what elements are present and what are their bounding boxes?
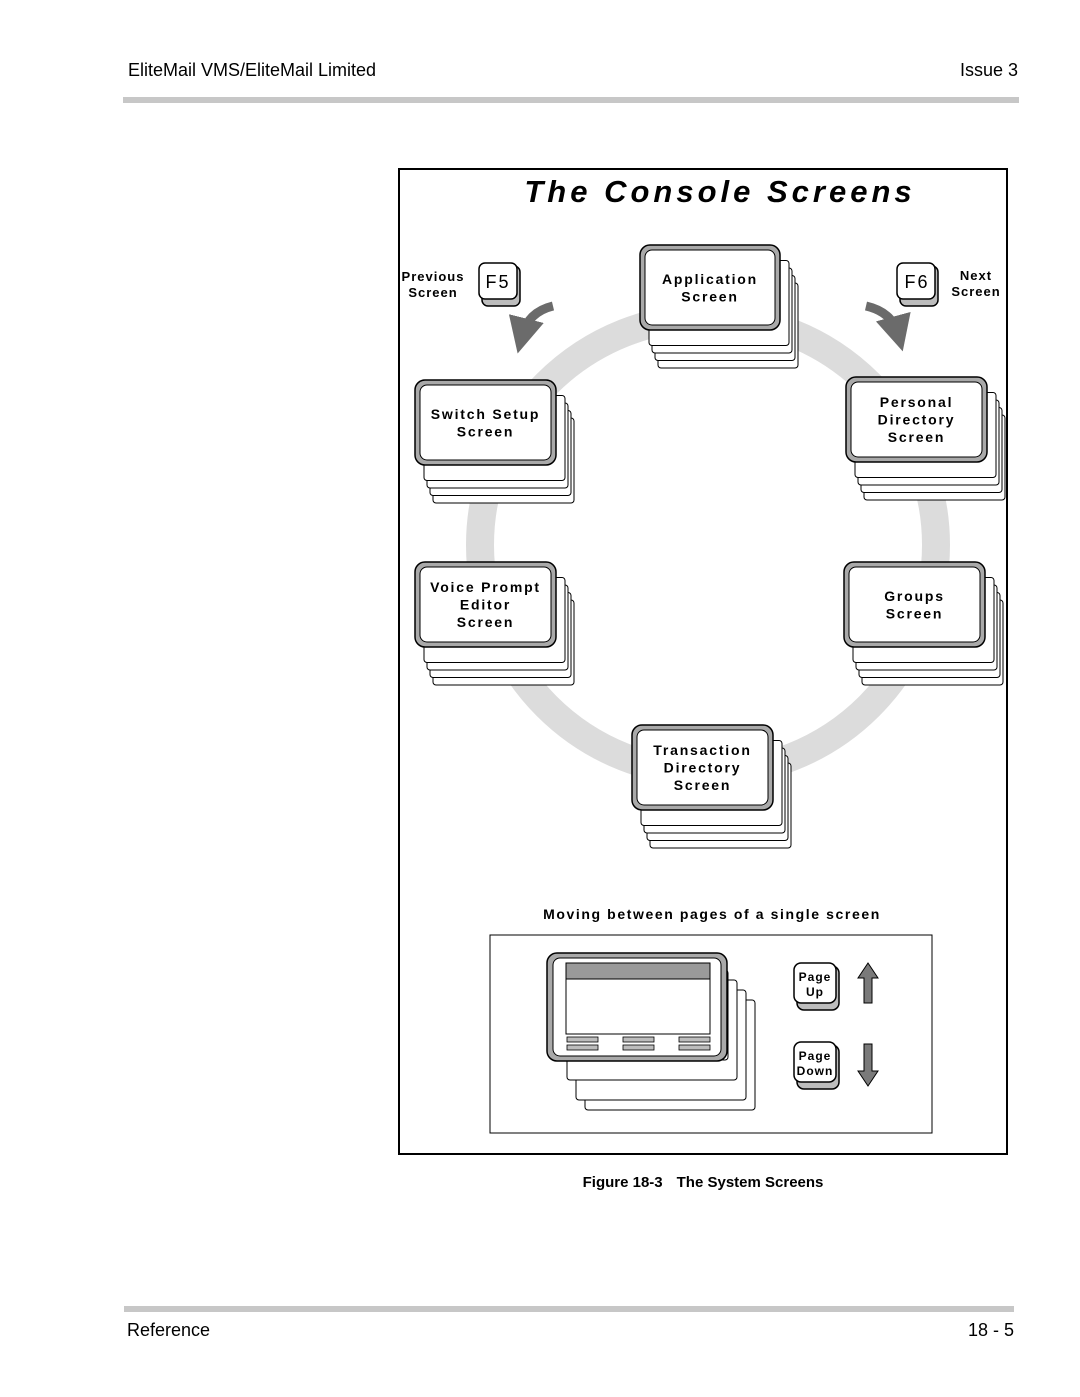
page-up-label-line2: Up (806, 985, 824, 999)
f6-key-label: F6 (904, 272, 929, 292)
screen-card-face (644, 249, 776, 326)
screen-label-line: Screen (457, 423, 515, 439)
arrow-down-icon (857, 1043, 879, 1087)
screen-card-face (848, 566, 981, 643)
previous-label: Previous (402, 269, 465, 284)
screen-label-line: Transaction (653, 742, 751, 758)
header-rule (123, 97, 1019, 103)
figure-number: Figure 18-3 (582, 1174, 663, 1191)
screen-label-line: Screen (457, 614, 515, 630)
next-screen-label: Screen (951, 284, 1000, 299)
screen-label-line: Application (662, 271, 758, 287)
page-down-key: Page Down (793, 1041, 840, 1090)
running-header-issue: Issue 3 (959, 60, 1018, 80)
previous-arrow-icon (508, 301, 555, 354)
screen-label-line: Editor (460, 597, 511, 613)
arrow-up-icon (857, 962, 879, 1004)
next-label: Next (960, 268, 992, 283)
next-arrow-icon (864, 301, 911, 352)
screen-label-line: Directory (878, 412, 956, 428)
screen-label-line: Directory (664, 760, 742, 776)
screen-label-line: Screen (888, 429, 946, 445)
f5-key: F5 (478, 262, 521, 307)
screen-title-bar (565, 962, 711, 980)
previous-screen-label: Screen (408, 285, 457, 300)
screen-card-face (419, 566, 552, 643)
screen-label-line: Groups (884, 588, 945, 604)
screen-label-line: Personal (880, 394, 954, 410)
screen-label-line: Voice Prompt (430, 579, 541, 595)
page-down-label-line2: Down (797, 1064, 834, 1078)
figure-caption: Figure 18-3 The System Screens (399, 1174, 1007, 1191)
screen-card-face (419, 384, 552, 461)
screen-label-line: Switch Setup (431, 406, 541, 422)
f6-key: F6 (896, 262, 939, 307)
diagram-title: The Console Screens (524, 174, 915, 209)
paged-screen-stack (546, 952, 756, 1111)
running-header-title: EliteMail VMS/EliteMail Limited (128, 60, 377, 80)
screen-card-face (636, 729, 769, 806)
f5-key-label: F5 (485, 272, 510, 292)
page-down-label-line1: Page (799, 1049, 832, 1063)
figure-caption-text: The System Screens (676, 1174, 824, 1191)
footer-rule (124, 1306, 1014, 1312)
page-up-label-line1: Page (799, 970, 832, 984)
figure-frame (398, 168, 1008, 1155)
screen-content-area (565, 978, 711, 1035)
screen-label-line: Screen (681, 288, 739, 304)
footer-section: Reference (127, 1320, 211, 1340)
page-up-key: Page Up (793, 962, 840, 1011)
screen-label-line: Screen (674, 777, 732, 793)
screen-card-face (850, 381, 983, 458)
screen-label-line: Screen (886, 605, 944, 621)
paging-heading: Moving between pages of a single screen (543, 906, 881, 922)
page-number: 18 - 5 (967, 1320, 1014, 1340)
